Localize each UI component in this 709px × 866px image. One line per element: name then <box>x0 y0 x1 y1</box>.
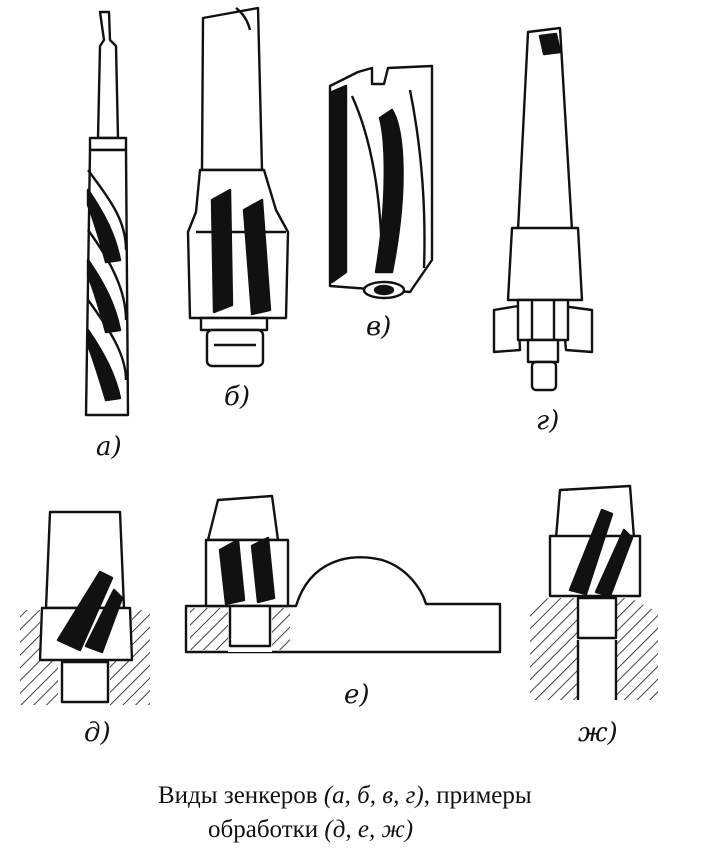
caption-line-1: Виды зенкеров (а, б, в, г), примеры <box>158 782 532 810</box>
label-g: г) <box>536 406 560 436</box>
label-d: д) <box>84 718 111 748</box>
label-a: а) <box>96 432 122 462</box>
label-e: е) <box>344 680 370 710</box>
zenker-b-drawing <box>186 6 290 368</box>
example-d-drawing <box>20 510 150 705</box>
label-zh: ж) <box>578 718 618 748</box>
zenker-a-drawing <box>84 10 130 417</box>
caption-line-2-prefix: обработки <box>208 816 325 843</box>
caption-line-1-suffix: , примеры <box>423 782 532 809</box>
example-e-drawing <box>184 494 502 654</box>
caption-line-1-italic: (а, б, в, г) <box>323 782 424 809</box>
label-b: б) <box>224 382 251 412</box>
caption-line-1-prefix: Виды зенкеров <box>158 782 324 809</box>
caption-line-2: обработки (д, е, ж) <box>208 816 413 844</box>
label-v: в) <box>366 312 392 342</box>
example-zh-drawing <box>530 484 658 700</box>
zenker-g-drawing <box>492 26 594 392</box>
zenker-v-drawing <box>328 64 434 300</box>
caption-line-2-italic: (д, е, ж) <box>324 816 414 843</box>
